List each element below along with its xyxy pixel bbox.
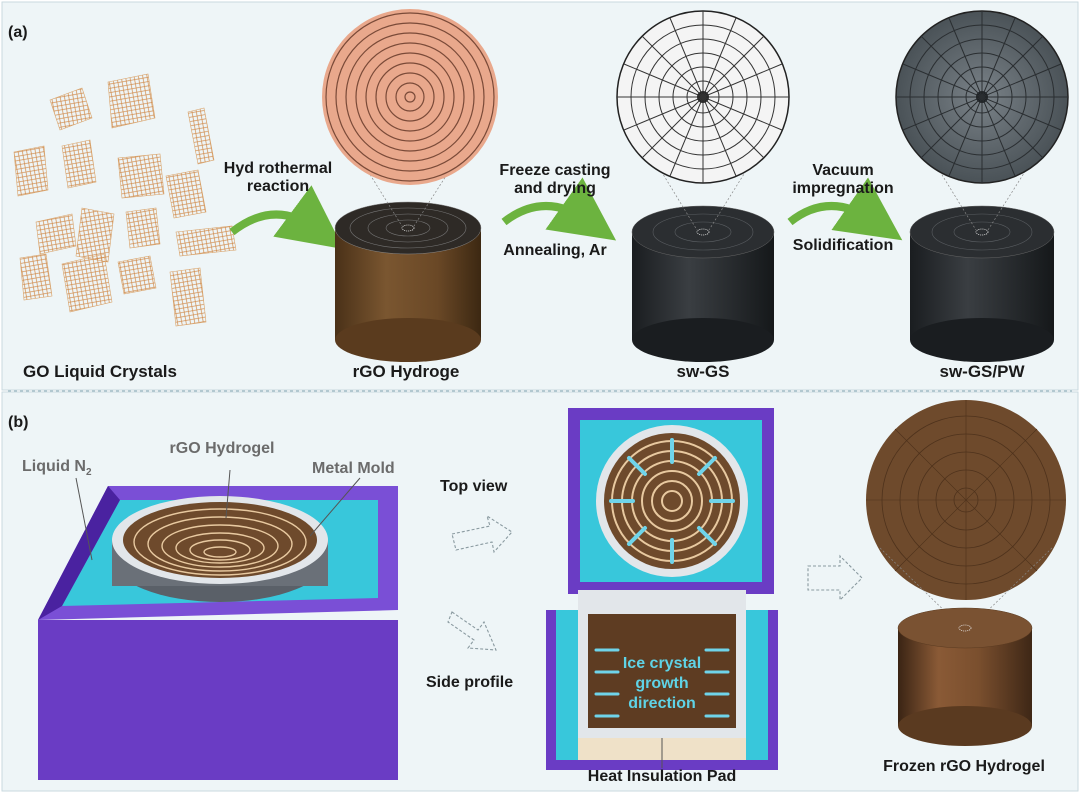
- step-freeze-line2: and drying: [514, 180, 596, 197]
- label-liquid-n2-subscript: 2: [85, 467, 92, 479]
- label-rgo-hydrogel: rGO Hydroge: [352, 362, 460, 381]
- swgspw-zoom-disk: [895, 10, 1069, 184]
- rgo-hydrogel-cylinder: [329, 109, 489, 362]
- side-profile-diagram: [546, 590, 778, 770]
- arrow-hydrothermal: [229, 185, 344, 250]
- label-liquid-n2: Liquid N2: [22, 458, 92, 478]
- go-flakes: [13, 73, 237, 327]
- label-heat-insulation-pad: Heat Insulation Pad: [587, 768, 737, 785]
- label-sw-gs: sw-GS: [676, 362, 730, 381]
- swgs-cylinder: [623, 109, 785, 362]
- step-solidification: Solidification: [792, 237, 894, 254]
- label-frozen-rgo-hydrogel: Frozen rGO Hydrogel: [883, 758, 1045, 775]
- freeze-casting-box: [38, 469, 398, 780]
- step-vacuum: Vacuum impregnation: [792, 162, 893, 198]
- label-go-liquid-crystals: GO Liquid Crystals: [23, 362, 177, 381]
- label-liquid-n2-text: Liquid N: [22, 458, 86, 475]
- step-vacuum-line1: Vacuum: [812, 162, 874, 179]
- panel-b-tag: (b): [8, 414, 29, 431]
- label-top-view: Top view: [440, 478, 508, 495]
- frozen-hydrogel: [866, 400, 1066, 746]
- step-hydrothermal-line1: Hyd rothermal: [223, 160, 333, 177]
- label-metal-mold: Metal Mold: [312, 460, 395, 477]
- step-freeze-line1: Freeze casting: [499, 162, 611, 179]
- swgspw-cylinder: [901, 109, 1065, 362]
- label-callout-rgo-hydrogel: rGO Hydrogel: [169, 440, 275, 457]
- arrow-vacuum: [787, 177, 903, 241]
- ice-line-2: growth: [635, 675, 689, 692]
- step-hydrothermal-line2: reaction: [246, 178, 310, 195]
- step-hydrothermal: Hyd rothermal reaction: [224, 160, 332, 196]
- dashed-arrows: [447, 514, 863, 651]
- top-view-diagram: [568, 408, 774, 594]
- step-vacuum-line2: impregnation: [792, 180, 894, 197]
- rgo-zoom-disk: [322, 9, 498, 185]
- step-annealing: Annealing, Ar: [503, 242, 607, 259]
- step-freeze: Freeze casting and drying: [499, 162, 610, 198]
- ice-line-3: direction: [628, 695, 696, 712]
- panel-a-tag: (a): [8, 24, 28, 41]
- label-sw-gs-pw: sw-GS/PW: [939, 362, 1025, 381]
- arrow-freeze: [501, 177, 617, 241]
- swgs-zoom-disk: [616, 10, 790, 184]
- label-ice-crystal-direction: Ice crystal growth direction: [623, 654, 701, 714]
- ice-line-1: Ice crystal: [622, 655, 702, 672]
- label-side-profile: Side profile: [426, 674, 514, 691]
